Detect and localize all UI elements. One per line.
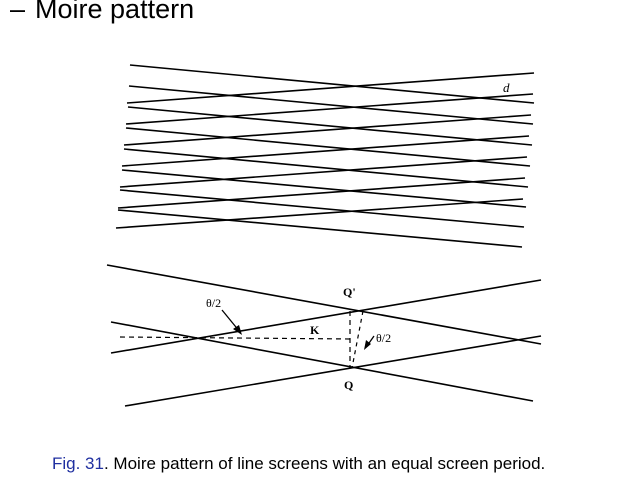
screen-b-line bbox=[123, 114, 532, 146]
bullet-dash: – bbox=[10, 0, 26, 24]
screen-b-line bbox=[119, 156, 528, 188]
label-k: K bbox=[310, 323, 320, 337]
screen-b-line bbox=[126, 72, 535, 104]
screen-line-lower-falling bbox=[110, 321, 534, 402]
label-theta-right: θ/2 bbox=[376, 331, 391, 345]
label-d: d bbox=[503, 80, 510, 95]
slide-heading: –Moire pattern bbox=[10, 0, 194, 25]
screen-a-line bbox=[121, 169, 527, 208]
qq-tilted-dashed-line bbox=[351, 310, 364, 369]
screen-line-upper-falling bbox=[106, 264, 542, 345]
screen-b-line bbox=[125, 93, 534, 125]
k-dashed-line bbox=[119, 336, 353, 340]
screen-a-line bbox=[129, 64, 535, 104]
figure-caption: Fig. 31. Moire pattern of line screens w… bbox=[52, 454, 545, 474]
label-q-prime: Q' bbox=[343, 285, 356, 299]
line-screen-a bbox=[117, 64, 535, 248]
line-screen-b bbox=[115, 72, 535, 229]
bottom-geometry-panel: θ/2 θ/2 K Q' Q bbox=[106, 264, 542, 407]
theta-right-arrowhead bbox=[364, 340, 371, 350]
screen-b-line bbox=[121, 135, 530, 167]
screen-a-line bbox=[117, 209, 523, 248]
screen-a-line bbox=[127, 106, 533, 146]
caption-text: . Moire pattern of line screens with an … bbox=[103, 454, 546, 473]
screen-line-upper-rising bbox=[110, 279, 542, 354]
label-q: Q bbox=[344, 378, 353, 392]
screen-a-line bbox=[125, 127, 531, 167]
top-moire-panel: d bbox=[115, 64, 535, 248]
screen-a-line bbox=[128, 85, 534, 125]
theta-left-arrowhead bbox=[233, 325, 242, 335]
screen-b-line bbox=[115, 198, 524, 229]
screen-b-line bbox=[117, 177, 526, 209]
screen-line-lower-rising bbox=[124, 335, 542, 407]
label-theta-left: θ/2 bbox=[206, 296, 221, 310]
heading-text: Moire pattern bbox=[35, 0, 195, 24]
screen-a-line bbox=[119, 189, 525, 228]
caption-fig-number: Fig. 31 bbox=[52, 454, 104, 473]
screen-a-line bbox=[123, 148, 529, 188]
